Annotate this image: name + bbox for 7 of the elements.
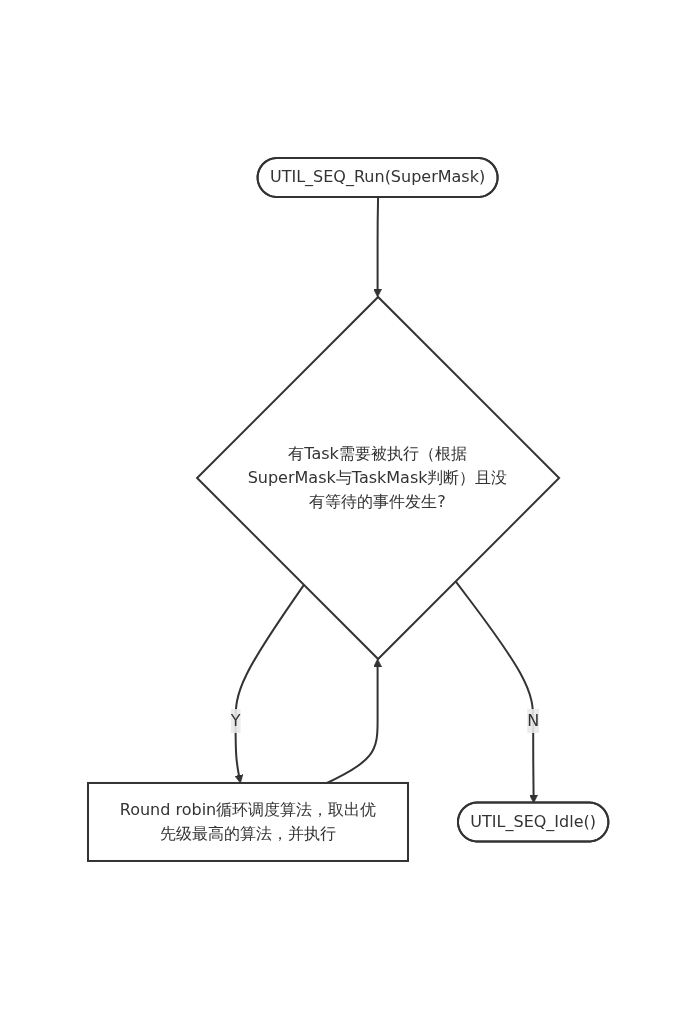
node-box: Round robin循环调度算法，取出优先级最高的算法，并执行 bbox=[87, 781, 410, 862]
arrow bbox=[234, 583, 306, 783]
arrow bbox=[373, 196, 383, 297]
edge-label: Y bbox=[230, 710, 241, 730]
arrow bbox=[326, 658, 383, 784]
edge-label: N bbox=[527, 710, 540, 730]
node-diamond: 有Task需要被执行（根据SuperMask与TaskMask判断）且没有等待的事件发生? bbox=[196, 295, 561, 660]
